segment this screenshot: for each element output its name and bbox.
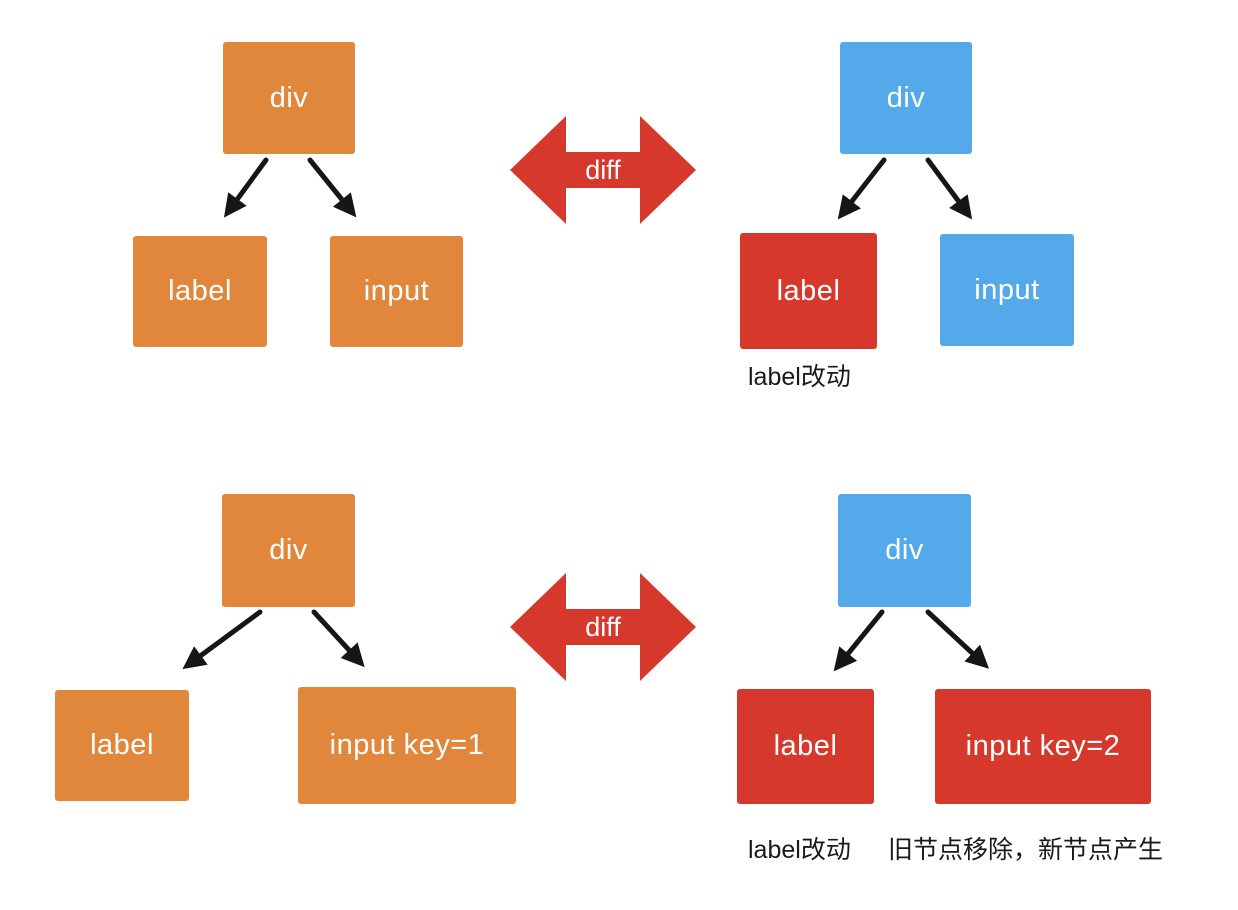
row2-caption-node-replaced: 旧节点移除，新节点产生 bbox=[888, 836, 1164, 864]
tree-arrow bbox=[311, 609, 365, 668]
row1-diff-label: diff bbox=[585, 154, 621, 185]
row1-new-label-node: label bbox=[740, 233, 877, 349]
row2-new-root-node: div bbox=[838, 494, 971, 607]
row1-new-input-node: input bbox=[940, 234, 1074, 346]
tree-arrow bbox=[223, 157, 269, 218]
row1-caption-label-changed: label改动 bbox=[748, 363, 851, 391]
row2-old-input-key1-node: input key=1 bbox=[298, 687, 516, 804]
tree-arrow bbox=[925, 157, 973, 220]
tree-arrow bbox=[182, 609, 263, 670]
row1-old-root-node: div bbox=[223, 42, 355, 154]
tree-arrow bbox=[307, 157, 357, 218]
row2-old-root-node: div bbox=[222, 494, 355, 607]
row2-diff-label: diff bbox=[585, 611, 621, 642]
tree-arrow bbox=[833, 609, 885, 672]
row1-old-label-node: label bbox=[133, 236, 267, 347]
row2-new-label-node: label bbox=[737, 689, 874, 804]
row2-old-label-node: label bbox=[55, 690, 189, 801]
tree-arrow bbox=[837, 157, 887, 220]
row1-old-input-node: input bbox=[330, 236, 463, 347]
row2-caption-label-changed: label改动 bbox=[748, 836, 851, 864]
row2-new-input-key2-node: input key=2 bbox=[935, 689, 1151, 804]
tree-arrow bbox=[925, 609, 990, 669]
row1-new-root-node: div bbox=[840, 42, 972, 154]
